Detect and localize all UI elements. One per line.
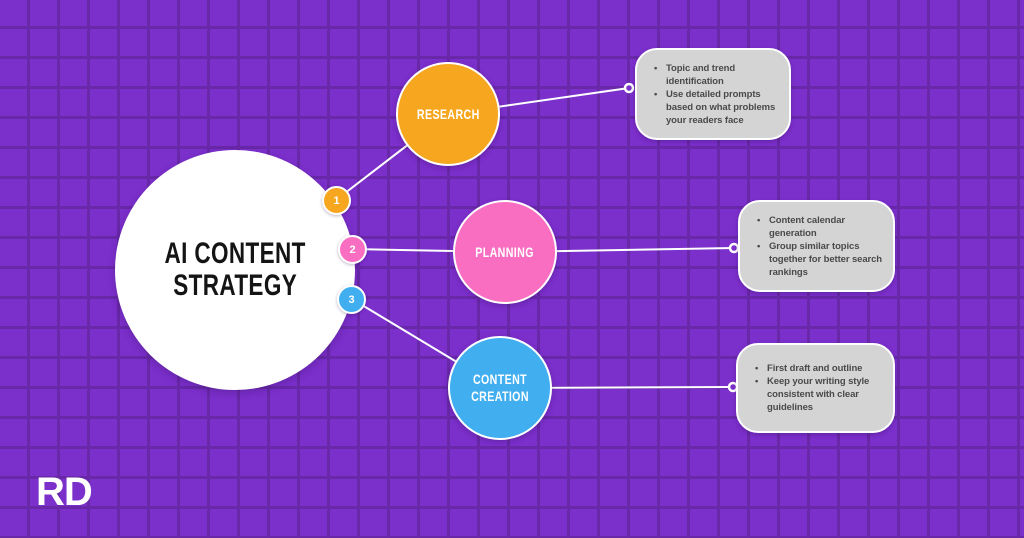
branch-circle-research: RESEARCH [396, 62, 500, 166]
central-topic-title-line2: STRATEGY [173, 269, 297, 302]
bullet-item: Group similar topics together for better… [754, 240, 883, 279]
bullet-item: First draft and outline [752, 362, 883, 375]
step-badge-1: 1 [322, 186, 351, 215]
step-badge-2: 2 [338, 235, 367, 264]
detail-box-research: Topic and trend identificationUse detail… [635, 48, 791, 140]
branch-circle-planning: PLANNING [453, 200, 557, 304]
connector-endpoint-dot [728, 242, 740, 254]
branch-label-planning: PLANNING [475, 243, 535, 260]
detail-list-planning: Content calendar generationGroup similar… [754, 214, 883, 279]
rd-logo: RD [36, 470, 93, 514]
central-topic-title-line1: AI CONTENT [164, 236, 306, 270]
detail-box-planning: Content calendar generationGroup similar… [738, 200, 895, 292]
step-badge-2-number: 2 [349, 243, 356, 256]
detail-list-content-creation: First draft and outlineKeep your writing… [752, 362, 883, 414]
bullet-item: Topic and trend identification [651, 62, 779, 88]
bullet-item: Keep your writing style consistent with … [752, 375, 883, 414]
branch-label-content-creation: CONTENT CREATION [471, 371, 529, 404]
bullet-item: Content calendar generation [754, 214, 883, 240]
central-topic-circle: AI CONTENT STRATEGY [115, 150, 355, 390]
detail-list-research: Topic and trend identificationUse detail… [651, 62, 779, 127]
central-topic-title: AI CONTENT STRATEGY [164, 236, 306, 302]
branch-circle-content-creation: CONTENT CREATION [448, 336, 552, 440]
bullet-item: Use detailed prompts based on what probl… [651, 88, 779, 127]
connector-endpoint-dot [623, 82, 635, 94]
branch-label-research: RESEARCH [416, 105, 480, 122]
detail-box-content-creation: First draft and outlineKeep your writing… [736, 343, 895, 433]
step-badge-3: 3 [337, 285, 366, 314]
step-badge-1-number: 1 [333, 194, 340, 207]
step-badge-3-number: 3 [348, 293, 355, 306]
